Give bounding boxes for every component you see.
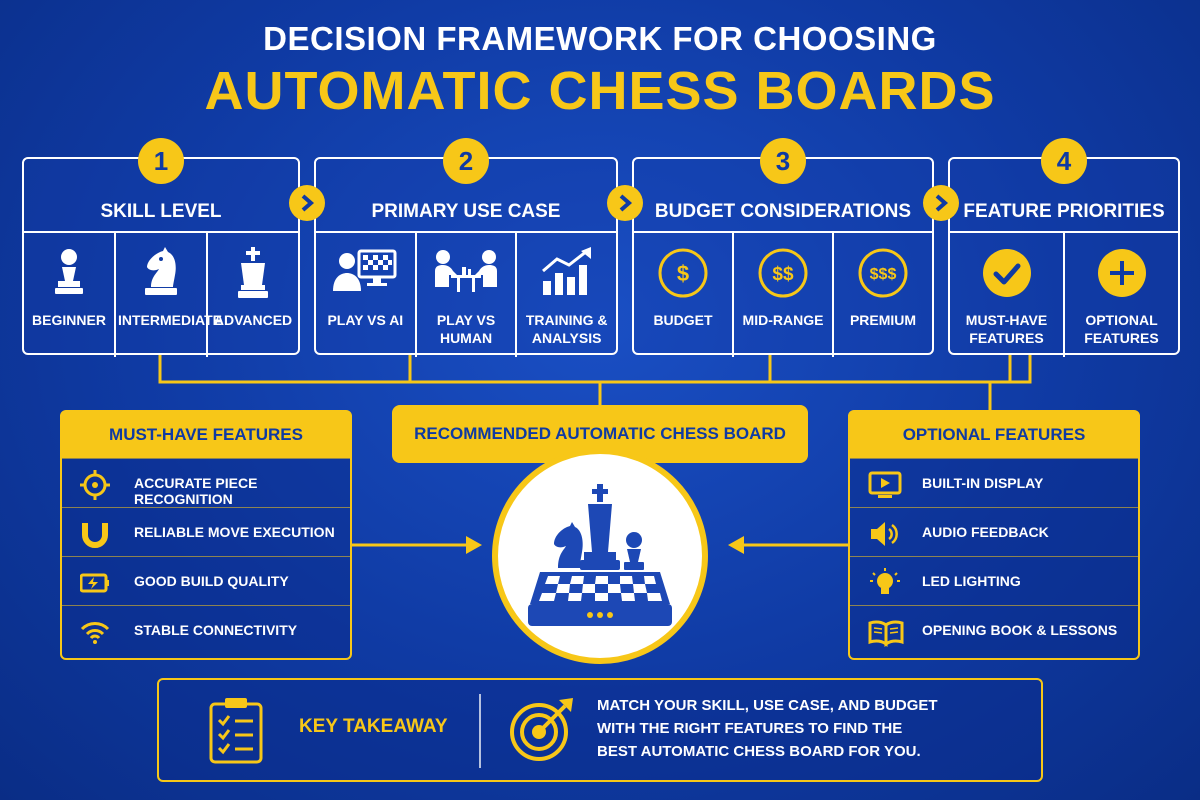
check-circle-icon bbox=[982, 249, 1031, 297]
takeaway-line: BEST AUTOMATIC CHESS BOARD FOR YOU. bbox=[597, 743, 921, 760]
option-premium[interactable]: $$$ PREMIUM bbox=[834, 233, 932, 357]
option-must-have-features[interactable]: MUST-HAVE FEATURES bbox=[950, 233, 1065, 357]
feature-label: AUDIO FEEDBACK bbox=[922, 524, 1049, 540]
feature-row: LED LIGHTING bbox=[850, 556, 1138, 605]
step-title: PRIMARY USE CASE bbox=[371, 201, 561, 222]
option-budget[interactable]: $ BUDGET bbox=[634, 233, 734, 357]
step-number-badge: 1 bbox=[138, 138, 184, 184]
option-intermediate[interactable]: INTERMEDIATE bbox=[116, 233, 222, 357]
option-label: ADVANCED bbox=[213, 312, 293, 328]
king-icon bbox=[238, 247, 268, 298]
feature-row: STABLE CONNECTIVITY bbox=[62, 605, 350, 654]
step-title: BUDGET CONSIDERATIONS bbox=[654, 201, 912, 222]
next-arrow-2 bbox=[607, 185, 643, 221]
feature-label: STABLE CONNECTIVITY bbox=[134, 622, 298, 638]
crosshair-icon bbox=[80, 470, 110, 500]
step-budget-considerations: BUDGET CONSIDERATIONS $ BUDGET $$ MID-RA… bbox=[632, 157, 934, 357]
option-label: TRAINING & ANALYSIS bbox=[525, 312, 608, 346]
key-takeaway-text: MATCH YOUR SKILL, USE CASE, AND BUDGET W… bbox=[597, 694, 1027, 763]
divider bbox=[479, 694, 481, 768]
checklist-clipboard-icon bbox=[209, 698, 263, 764]
option-label: BUDGET bbox=[653, 312, 713, 328]
double-dollar-icon: $$ bbox=[758, 248, 808, 298]
option-label: INTERMEDIATE bbox=[118, 312, 222, 328]
display-icon bbox=[868, 471, 902, 498]
option-label: OPTIONAL FEATURES bbox=[1084, 312, 1159, 346]
speaker-icon bbox=[871, 522, 898, 546]
lightbulb-icon bbox=[870, 568, 900, 594]
step-feature-priorities: FEATURE PRIORITIES MUST-HAVE FEATURES OP… bbox=[948, 157, 1180, 357]
feature-label: LED LIGHTING bbox=[922, 573, 1021, 589]
next-arrow-1 bbox=[289, 185, 325, 221]
option-beginner[interactable]: BEGINNER bbox=[24, 233, 116, 357]
pawn-icon bbox=[55, 249, 83, 294]
feature-label: BUILT-IN DISPLAY bbox=[922, 475, 1044, 491]
step-number-badge: 3 bbox=[760, 138, 806, 184]
option-label: MID-RANGE bbox=[742, 312, 824, 328]
feature-row: GOOD BUILD QUALITY bbox=[62, 556, 350, 605]
magnet-icon bbox=[82, 523, 108, 548]
option-advanced[interactable]: ADVANCED bbox=[208, 233, 298, 357]
must-have-features-panel: MUST-HAVE FEATURES ACCURATE PIECE RECOGN… bbox=[60, 410, 352, 660]
feature-row: RELIABLE MOVE EXECUTION bbox=[62, 507, 350, 556]
optional-features-panel: OPTIONAL FEATURES BUILT-IN DISPLAY AUDIO… bbox=[848, 410, 1140, 660]
feature-row: BUILT-IN DISPLAY bbox=[850, 458, 1138, 507]
recommended-board-circle bbox=[492, 448, 708, 664]
option-label: PLAY VS AI bbox=[327, 312, 404, 328]
dollar-icon: $ bbox=[658, 248, 708, 298]
option-label: PREMIUM bbox=[849, 312, 917, 328]
option-label: MUST-HAVE FEATURES bbox=[965, 312, 1048, 346]
key-takeaway-box: KEY TAKEAWAY MATCH YOUR SKILL, USE CASE,… bbox=[157, 678, 1043, 782]
chevron-right-icon bbox=[935, 194, 949, 212]
wifi-icon bbox=[80, 622, 110, 644]
feature-row: ACCURATE PIECE RECOGNITION bbox=[62, 458, 350, 507]
step-title: SKILL LEVEL bbox=[100, 201, 222, 222]
panel-title: MUST-HAVE FEATURES bbox=[62, 412, 350, 458]
feature-row: OPENING BOOK & LESSONS bbox=[850, 605, 1138, 654]
battery-icon bbox=[80, 573, 109, 593]
plus-circle-icon bbox=[1097, 249, 1146, 297]
dollar-symbol: $$ bbox=[772, 264, 794, 285]
target-arrow-icon bbox=[510, 698, 573, 761]
triple-dollar-icon: $$$ bbox=[858, 248, 908, 298]
option-label: PLAY VS HUMAN bbox=[436, 312, 496, 346]
key-takeaway-label: KEY TAKEAWAY bbox=[299, 716, 448, 737]
book-icon bbox=[868, 620, 904, 647]
growth-chart-icon bbox=[541, 247, 591, 295]
chevron-right-icon bbox=[619, 194, 633, 212]
chess-board-icon bbox=[528, 484, 672, 626]
feature-label: ACCURATE PIECE RECOGNITION bbox=[134, 475, 258, 507]
dollar-symbol: $ bbox=[677, 261, 689, 286]
step-title: FEATURE PRIORITIES bbox=[963, 201, 1165, 222]
panel-title: OPTIONAL FEATURES bbox=[850, 412, 1138, 458]
feature-label: GOOD BUILD QUALITY bbox=[134, 573, 289, 589]
chevron-right-icon bbox=[301, 194, 315, 212]
option-play-vs-ai[interactable]: PLAY VS AI bbox=[316, 233, 417, 357]
option-play-vs-human[interactable]: PLAY VS HUMAN bbox=[417, 233, 518, 357]
title-line-1: DECISION FRAMEWORK FOR CHOOSING bbox=[263, 20, 937, 57]
step-skill-level: SKILL LEVEL BEGINNER INTERMEDIATE bbox=[22, 157, 300, 357]
title-line-2: AUTOMATIC CHESS BOARDS bbox=[204, 61, 996, 121]
feature-row: AUDIO FEEDBACK bbox=[850, 507, 1138, 556]
option-mid-range[interactable]: $$ MID-RANGE bbox=[734, 233, 834, 357]
feature-label: RELIABLE MOVE EXECUTION bbox=[134, 524, 335, 540]
takeaway-line: MATCH YOUR SKILL, USE CASE, AND BUDGET bbox=[597, 697, 938, 714]
option-training-analysis[interactable]: TRAINING & ANALYSIS bbox=[517, 233, 616, 357]
two-players-icon bbox=[435, 250, 497, 292]
knight-icon bbox=[145, 247, 177, 295]
step-primary-use-case: PRIMARY USE CASE PLAY VS AI bbox=[314, 157, 618, 357]
takeaway-line: WITH THE RIGHT FEATURES TO FIND THE bbox=[597, 720, 903, 737]
dollar-symbol: $$$ bbox=[870, 266, 897, 283]
step-number-badge: 2 bbox=[443, 138, 489, 184]
feature-label: OPENING BOOK & LESSONS bbox=[922, 622, 1118, 638]
option-label: BEGINNER bbox=[32, 312, 106, 328]
computer-user-icon bbox=[333, 249, 397, 291]
option-optional-features[interactable]: OPTIONAL FEATURES bbox=[1065, 233, 1178, 357]
step-number-badge: 4 bbox=[1041, 138, 1087, 184]
next-arrow-3 bbox=[923, 185, 959, 221]
